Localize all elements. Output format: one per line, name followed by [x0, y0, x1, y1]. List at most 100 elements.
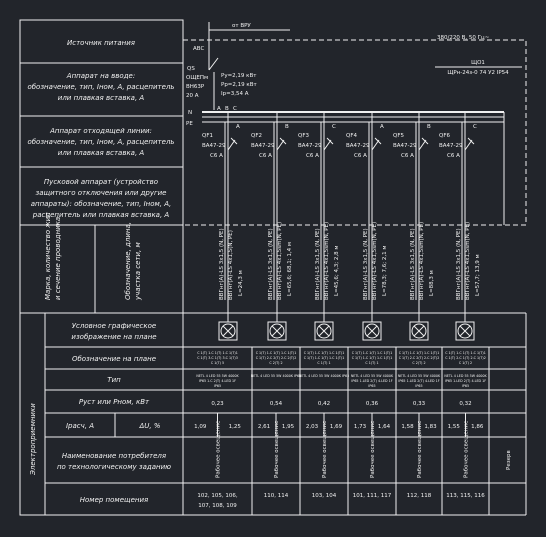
breaker-name: QF4 — [346, 133, 357, 139]
fixture-type: NETL 4 LED 55 5W 4000K IP65 — [299, 374, 350, 378]
purpose-label-2: по технологическому заданию — [57, 463, 171, 471]
symbol-label-2: изображение на плане — [71, 333, 156, 341]
breaker-rating: C6 А — [259, 153, 272, 159]
bus-b-label: B — [225, 106, 229, 112]
cable-mark-2: ВВГнг(А)-LS 4х1,5sm(N, PE) — [465, 222, 471, 300]
fixture-type: NETL 4 LED 55 5W 4000K IP65 — [251, 374, 302, 378]
lamp-symbol-box — [409, 321, 429, 341]
outgoing-device-label-2: обозначение, тип, Iном, А, расцепитель — [27, 138, 174, 146]
power-value: 0,54 — [270, 401, 283, 407]
breaker-trip-mark — [421, 137, 429, 145]
panel-dashed-outline — [182, 39, 527, 226]
qs-line-2: ВН63Р — [186, 84, 205, 90]
plan-designation: С 2(Т) 2 — [412, 361, 425, 365]
power-label: Pуст или Pном, кВт — [79, 398, 150, 406]
room-number: 112, 118 — [407, 493, 432, 499]
lamp-symbol-box — [362, 321, 382, 341]
cable-mark-1: ВВГнг(А)-LS 3х1,5 (N, PE) — [363, 228, 369, 300]
receivers-label: Электроприемники — [29, 403, 37, 476]
du-value: 1,83 — [424, 424, 437, 430]
fixture-type: IP65 1.LED 2(Т) 4.LED 1F — [351, 379, 392, 383]
breaker-trip-mark — [230, 137, 238, 145]
power-source-label: Источник питания — [67, 39, 135, 47]
plan-designation: С 1(Т) 1.С 1(Т) 1.С 1(Т)1 — [197, 351, 238, 355]
lamp-symbol-circle — [411, 323, 427, 339]
du-value: 1,95 — [282, 424, 295, 430]
cable-length: L=88,3 м — [429, 270, 435, 296]
bus-c-label: C — [233, 106, 237, 112]
power-value: 0,33 — [413, 401, 426, 407]
room-number: 102, 105, 106, — [197, 493, 237, 499]
starter-label-2: защитного отключения или другие — [36, 189, 167, 197]
starter-label-3: аппараты): обозначение, тип, Iном, А, — [31, 200, 172, 208]
symbol-label-1: Условное графическое — [72, 322, 156, 330]
du-value: 1,69 — [330, 424, 343, 430]
plan-designation: С 1(Т) 1 — [317, 361, 330, 365]
cable-mark-label-1: Марка, количество жил — [44, 212, 52, 300]
room-label: Номер помещения — [80, 496, 149, 504]
breaker-name: QF5 — [393, 133, 404, 139]
plan-designation: С 1(Т) 2.С 2(Т) 2.С 2(Т)2 — [256, 356, 297, 360]
breaker-contact — [418, 139, 427, 151]
breaker-trip-mark — [374, 137, 382, 145]
phase-label: A — [380, 124, 384, 130]
voltage-label: 380/220 В, 50 Гц~ — [437, 35, 490, 41]
outgoing-device-label-1: Аппарат отходящей линии: — [49, 127, 152, 135]
input-device-label-2: обозначение, тип, Iном, А, расцепитель — [27, 83, 174, 91]
abc-label: ABC — [193, 46, 204, 52]
breaker-rating: C6 А — [447, 153, 460, 159]
plan-label: Обозначение на плане — [72, 355, 156, 363]
du-label: ΔU, % — [138, 422, 160, 430]
consumer-purpose: Рабочее освещение — [274, 420, 280, 478]
power-value: 0,42 — [318, 401, 330, 407]
plan-designation: С 2(Т) 2 — [269, 361, 282, 365]
consumer-purpose: Рабочее освещение — [216, 420, 222, 478]
lamp-symbol-box — [267, 321, 287, 341]
breaker-name: QF6 — [439, 133, 450, 139]
breaker-contact — [227, 139, 236, 151]
n-label: N — [188, 110, 192, 116]
plan-designation: С 1(Т) 5 — [211, 361, 224, 365]
reserve-label: Резерв — [506, 450, 512, 470]
qs-line-3: 20 А — [186, 93, 199, 99]
lamp-symbol-circle — [364, 323, 380, 339]
plan-designation: С 1(Т) 2.С 1(Т) 2.С 1(Т)2 — [445, 356, 486, 360]
cable-mark-1: ВВГнг(А)-LS 3х1,5 (N, PE) — [315, 228, 321, 300]
cable-length-label-2: участка сети, м — [134, 242, 142, 301]
fixture-type: IP65 1.LED 2(Т) 4.LED 1F — [445, 379, 486, 383]
cable-mark-1: ВВГнг(А)-LS 3х1,5 (N, PE) — [456, 228, 462, 300]
outgoing-device-label-3: или плавкая вставка, А — [58, 149, 145, 157]
fixture-type: IP65 — [368, 384, 375, 388]
room-number: 101, 111, 117 — [353, 493, 392, 499]
cable-mark-2: ВВГнг(А)-LS 4х1,5sm(N, PE) — [372, 222, 378, 300]
plan-designation: С 1(Т) 1.С 1(Т) 1.С 1(Т)1 — [304, 351, 345, 355]
breaker-contact — [276, 139, 285, 151]
lamp-symbol-cross — [459, 325, 471, 337]
bus-a-label: A — [217, 106, 221, 112]
breaker-model: ВА47-29 — [251, 143, 275, 149]
room-number: 107, 108, 109 — [198, 503, 237, 509]
lamp-symbol-cross — [366, 325, 378, 337]
cable-mark-2: ВВГнг(А)-LS 4х1,5sm(N, PE) — [324, 222, 330, 300]
lamp-symbol-circle — [269, 323, 285, 339]
power-value: 0,23 — [211, 401, 224, 407]
qs-pr: Pр=2,19 кВт — [221, 82, 258, 88]
breaker-trip-mark — [326, 137, 334, 145]
lamp-symbol-box — [455, 321, 475, 341]
consumer-purpose: Рабочее освещение — [370, 420, 376, 478]
room-number: 103, 104 — [312, 493, 337, 499]
plan-designation: С 1(Т) 1.С 1(Т) 1.С 1(Т)1 — [445, 351, 486, 355]
current-value: 1,73 — [354, 424, 367, 430]
phase-label: B — [285, 124, 289, 130]
panel-name: ЩО1 — [471, 60, 485, 66]
panel-type: ЩРн-24з-0 74 У2 IP54 — [447, 70, 509, 76]
plan-designation: С 1(Т) 2 — [459, 361, 472, 365]
qs-pu: Pу=2,19 кВт — [221, 73, 257, 79]
breaker-rating: C6 А — [354, 153, 367, 159]
plan-designation: С 1(Т) 1.С 1(Т) 1.С 1(Т)1 — [256, 351, 297, 355]
current-value: 2,03 — [306, 424, 319, 430]
fixture-type: IP65 1.С 2(Т) 4.LED 1F — [199, 379, 236, 383]
distribution-panel: от ВРУ 380/220 В, 50 Гц~ ЩО1 ЩРн-24з-0 7… — [182, 22, 527, 226]
breaker-trip-mark — [279, 137, 287, 145]
